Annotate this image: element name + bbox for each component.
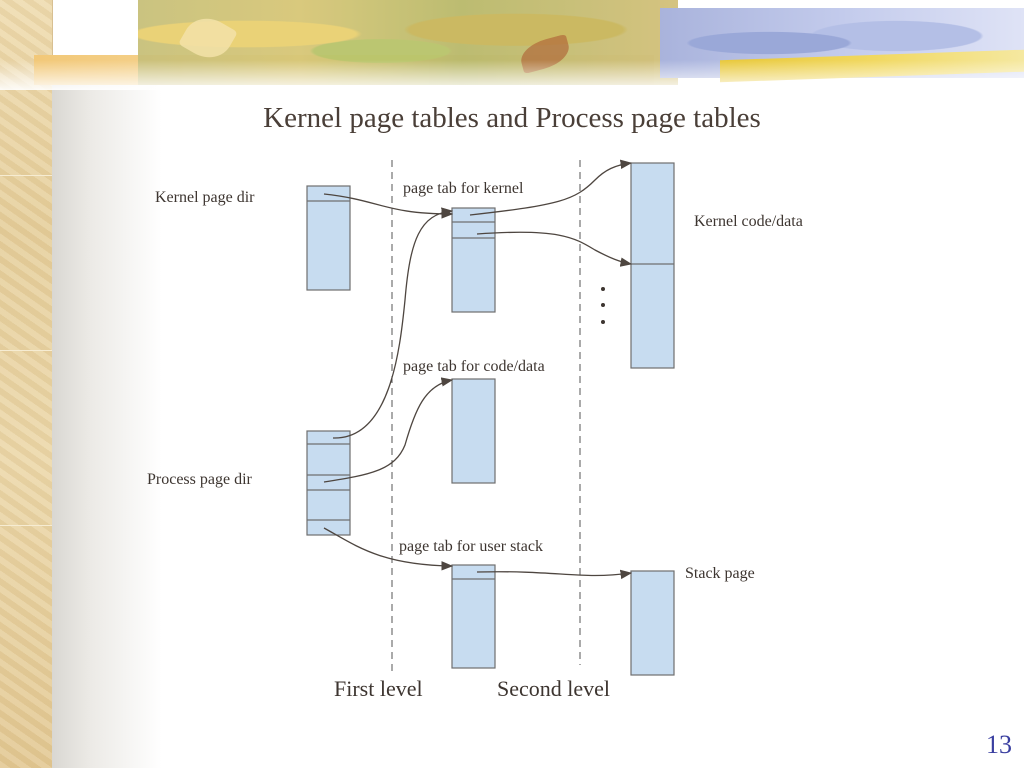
page-number: 13 [986,730,1012,759]
first-level-label: First level [334,676,423,701]
process-page-dir-box [306,430,351,536]
process-page-dir-label: Process page dir [147,471,252,488]
arrow-process-dir-to-kernel-table [332,207,454,439]
slide-title: Kernel page tables and Process page tabl… [263,102,761,134]
user-stack-page-table-box [451,564,496,669]
kernel-page-table-box [451,207,496,313]
stack-page-label: Stack page [685,565,755,582]
kernel-code-data-label: Kernel code/data [694,213,803,230]
arrow-kernel-dir-to-kernel-table [323,193,454,219]
arrow-process-dir-to-code-data-table [323,377,454,483]
arrow-kernel-table-to-kernel-code-mid [476,231,633,267]
arrow-process-dir-to-user-stack-table [323,527,454,571]
ellipsis-dots [601,287,605,324]
kernel-page-table-label: page tab for kernel [403,180,524,197]
kernel-page-dir-label: Kernel page dir [155,189,255,206]
left-shadow [52,85,162,768]
code-data-page-table-label: page tab for code/data [403,358,545,375]
kernel-page-dir-box [306,185,351,291]
second-level-label: Second level [497,676,611,701]
code-data-page-table-box [451,378,496,484]
header-banner-image [0,0,1024,90]
arrow-kernel-table-to-kernel-code-top [469,159,633,216]
stack-page-box [630,570,675,676]
kernel-code-data-box [630,162,675,369]
arrow-user-stack-table-to-stack-page [476,569,633,580]
user-stack-page-table-label: page tab for user stack [399,538,543,555]
